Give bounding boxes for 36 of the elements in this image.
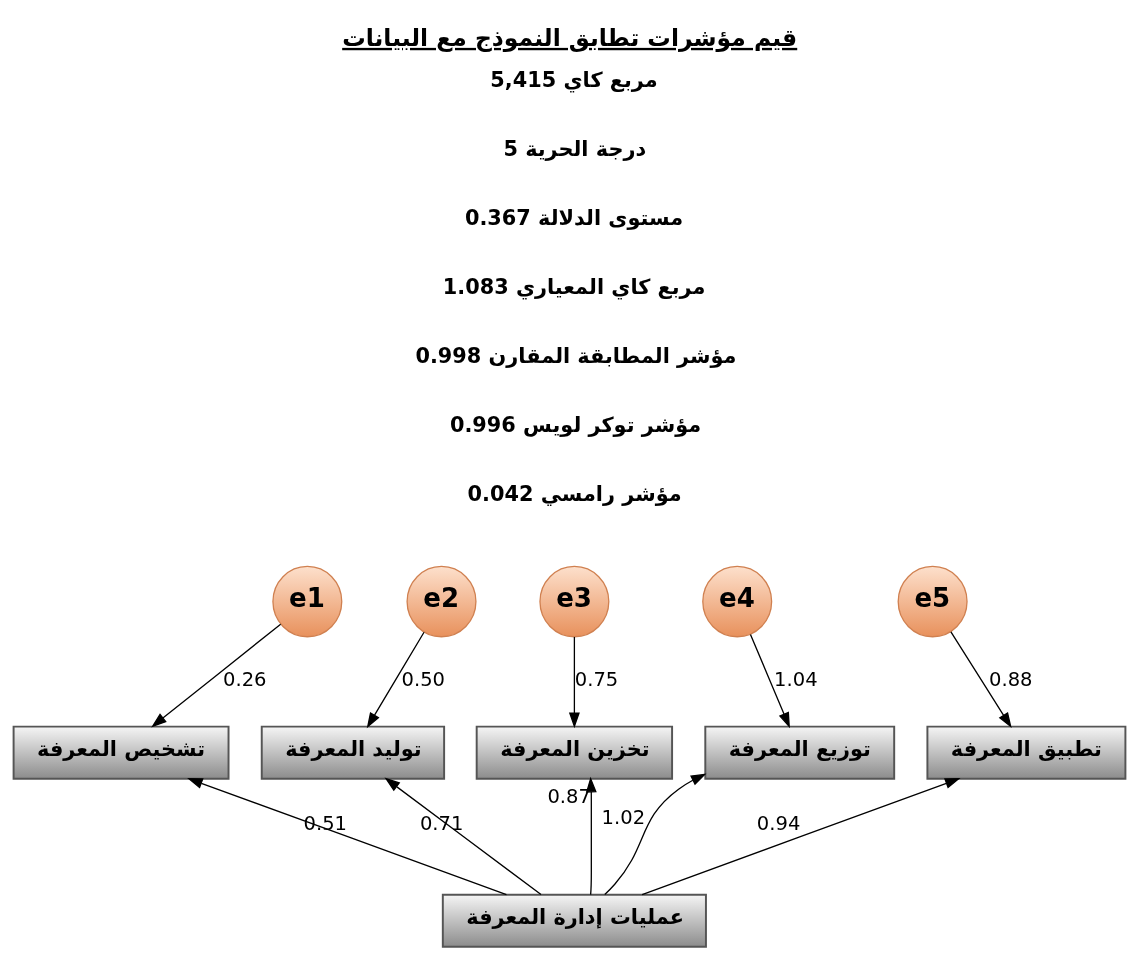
label: مربع كاي المعياري 1.083	[442, 274, 706, 299]
edge-label: 0.50	[401, 667, 445, 691]
arrow	[384, 777, 542, 895]
node-circle: e1	[272, 565, 343, 637]
edge-label: 0.75	[574, 667, 619, 691]
edge-label: 0.87	[547, 784, 591, 808]
node-circle: e2	[406, 565, 477, 637]
arrow	[641, 777, 961, 895]
label: مؤشر توكر لويس 0.996	[449, 412, 702, 437]
label: درجة الحرية 5	[503, 136, 647, 161]
node-box: تشخيص المعرفة	[12, 725, 230, 780]
arrow	[151, 623, 282, 727]
diagram-title: قيم مؤشرات تطابق النموذج مع البيانات	[342, 23, 798, 52]
edge-label: 0.88	[989, 667, 1033, 691]
arrow	[187, 777, 508, 895]
node-circle: e3	[539, 565, 610, 637]
label: مؤشر المطابقة المقارن 0.998	[415, 343, 737, 368]
node-circle: e5	[897, 565, 968, 637]
node-box: توليد المعرفة	[260, 725, 446, 780]
arrow	[366, 631, 425, 728]
label: مربع كاي 5,415	[490, 67, 658, 92]
arrow	[950, 630, 1012, 728]
node-box: تخزين المعرفة	[475, 725, 674, 780]
node-box: تطبيق المعرفة	[926, 725, 1127, 780]
node-box: عمليات إدارة المعرفة	[441, 893, 707, 948]
node-box: توزيع المعرفة	[704, 725, 896, 780]
label: مستوى الدلالة 0.367	[464, 205, 684, 230]
edge-label: 0.94	[756, 811, 801, 835]
node-circle: e4	[702, 565, 773, 637]
arrow	[568, 635, 580, 728]
edge-label: 1.04	[774, 667, 818, 691]
arrow	[604, 773, 707, 895]
label: مؤشر رامسي 0.042	[467, 481, 682, 506]
edge-label: 1.02	[601, 805, 646, 829]
arrow	[749, 633, 790, 728]
edge-label: 0.26	[223, 667, 267, 691]
